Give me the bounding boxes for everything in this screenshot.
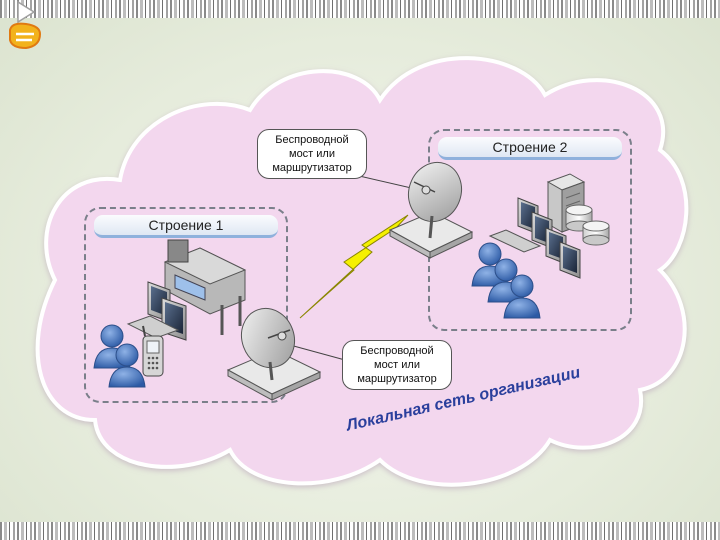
building-1-title: Строение 1 (94, 215, 278, 238)
callout-bottom-line2: мост или (374, 359, 420, 371)
monitor-icon (488, 197, 581, 279)
wireless-bridge-callout-bottom: Беспроводной мост или маршрутизатор (342, 340, 452, 390)
user-icon (93, 324, 146, 388)
building-1-zone: Строение 1 (84, 207, 288, 403)
wireless-bridge-callout-top: Беспроводной мост или маршрутизатор (257, 129, 367, 179)
callout-top-line2: мост или (289, 148, 335, 160)
satellite-dish-icon (388, 161, 474, 259)
mobile-phone-icon (142, 325, 164, 377)
user-icon (471, 242, 541, 319)
callout-bottom-line1: Беспроводной (360, 345, 434, 357)
callout-top-line1: Беспроводной (275, 134, 349, 146)
slide-logo-icon (9, 0, 42, 50)
bottom-decorative-strip (0, 522, 720, 540)
building-2-title: Строение 2 (438, 137, 622, 160)
lightning-link-icon (299, 214, 409, 319)
callout-bottom-leader (289, 344, 346, 361)
top-decorative-strip (0, 0, 720, 18)
callout-bottom-line3: маршрутизатор (357, 373, 437, 385)
database-icon (565, 204, 610, 246)
monitor-icon (126, 281, 187, 341)
satellite-dish-icon (226, 307, 322, 401)
callout-top-line3: маршрутизатор (272, 162, 352, 174)
